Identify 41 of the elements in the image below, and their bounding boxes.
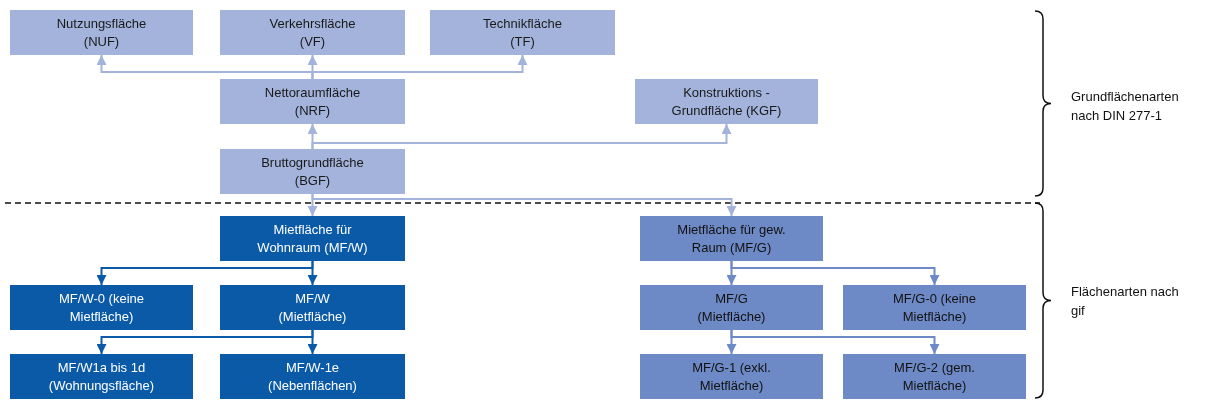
box-label: MF/G-0 (keine Mietfläche) bbox=[891, 289, 978, 326]
arrow bbox=[311, 193, 737, 217]
box-label: Technikfläche (TF) bbox=[482, 14, 563, 51]
area-box bbox=[640, 354, 823, 399]
arrow bbox=[307, 260, 318, 286]
area-box bbox=[220, 354, 405, 399]
box-label: Verkehrsfläche (VF) bbox=[268, 14, 357, 51]
area-box bbox=[220, 10, 405, 55]
area-box bbox=[640, 285, 823, 330]
area-box bbox=[220, 285, 405, 330]
box-label: Bruttogrundfläche (BGF) bbox=[260, 153, 365, 190]
box-label: MF/W1a bis 1d (Wohnungsfläche) bbox=[47, 358, 156, 395]
group-label: Grundflächenarten nach DIN 277-1 bbox=[1071, 88, 1180, 125]
area-box bbox=[843, 354, 1026, 399]
area-box bbox=[220, 79, 405, 124]
area-box bbox=[10, 285, 193, 330]
box-label: Mietfläche für gew. Raum (MF/G) bbox=[676, 220, 787, 257]
area-box bbox=[843, 285, 1026, 330]
arrow bbox=[307, 329, 318, 355]
box-label: MF/W-1e (Nebenflächen) bbox=[267, 358, 358, 395]
area-box bbox=[430, 10, 615, 55]
box-label: Konstruktions - Grundfläche (KGF) bbox=[670, 83, 783, 120]
area-box bbox=[640, 216, 823, 261]
arrow bbox=[311, 123, 732, 150]
area-box bbox=[220, 216, 405, 261]
arrow bbox=[730, 329, 940, 355]
box-label: Mietfläche für Wohnraum (MF/W) bbox=[256, 220, 369, 257]
box-label: MF/G-2 (gem. Mietfläche) bbox=[893, 358, 976, 395]
group-label: Flächenarten nach gif bbox=[1071, 283, 1180, 320]
box-label: Nettoraumfläche (NRF) bbox=[263, 83, 362, 120]
box-label: Nutzungsfläche (NUF) bbox=[55, 14, 148, 51]
area-box bbox=[10, 10, 193, 55]
area-box bbox=[220, 149, 405, 194]
box-label: MF/G (Mietfläche) bbox=[696, 289, 767, 326]
box-label: MF/W (Mietfläche) bbox=[277, 289, 348, 326]
arrow bbox=[311, 54, 528, 80]
box-label: MF/G-1 (exkl. Mietfläche) bbox=[691, 358, 772, 395]
box-label: MF/W-0 (keine Mietfläche) bbox=[58, 289, 145, 326]
area-box bbox=[635, 79, 818, 124]
area-box bbox=[10, 354, 193, 399]
arrow bbox=[730, 260, 940, 286]
